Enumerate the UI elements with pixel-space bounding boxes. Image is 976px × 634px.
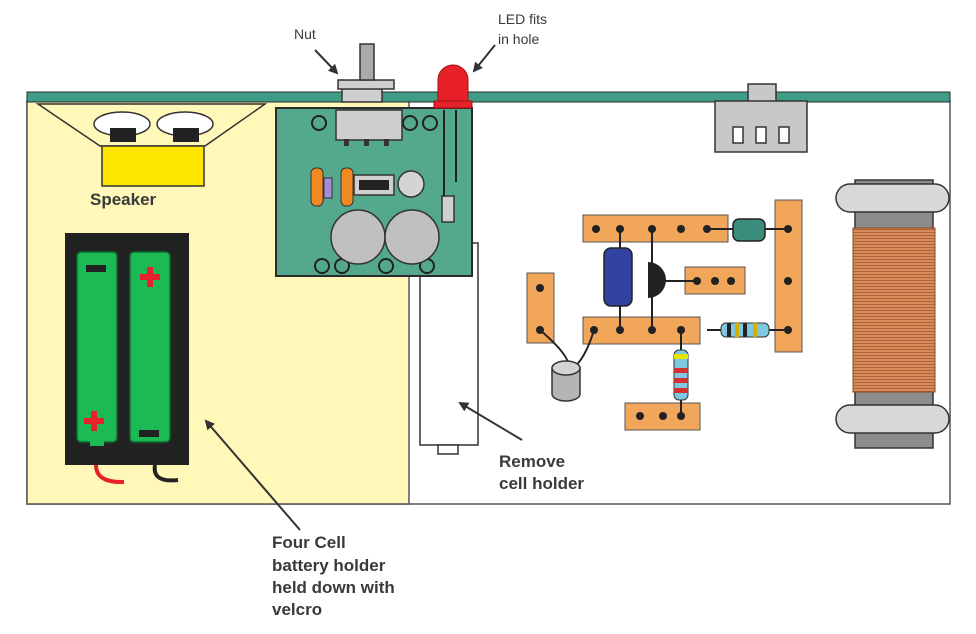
led-label-line1: LED fits: [498, 11, 547, 27]
annotation-arrows: [204, 44, 523, 531]
switch: [335, 43, 403, 146]
electrolytic-capacitor: [551, 360, 581, 402]
arrow-icon: [472, 44, 496, 73]
speaker: [35, 103, 268, 187]
arrow-icon: [458, 401, 523, 441]
coil-winding: [852, 227, 936, 393]
battery-label-line1: Four Cell: [272, 533, 346, 552]
capacitor-top: [384, 209, 440, 265]
switch-shaft: [359, 43, 375, 81]
led-label-line2: in hole: [498, 31, 539, 47]
led: [433, 64, 473, 109]
plus-icon: [84, 411, 104, 431]
stripboard-circuit: [526, 199, 803, 431]
remove-label-line2: cell holder: [499, 474, 584, 493]
minus-icon: [86, 265, 106, 272]
transistor: [648, 262, 666, 298]
battery-label-line2: battery holder: [272, 556, 386, 575]
speaker-label: Speaker: [90, 190, 157, 209]
resistor-horizontal: [720, 322, 770, 338]
battery-holder: [65, 233, 189, 485]
battery-label-line3: held down with: [272, 578, 395, 597]
coil: [835, 179, 950, 449]
nut: [337, 79, 395, 90]
pcb-board: [275, 43, 473, 277]
plus-icon: [140, 267, 160, 287]
minus-icon: [139, 430, 159, 437]
socket: [714, 83, 808, 153]
remove-label-line1: Remove: [499, 452, 565, 471]
battery-label-line4: velcro: [272, 600, 322, 619]
speaker-magnet: [101, 145, 205, 187]
resistor-vertical: [673, 349, 689, 401]
black-wire: [152, 464, 179, 483]
blue-capacitor: [603, 247, 633, 307]
arrow-icon: [204, 419, 301, 531]
green-capacitor: [732, 218, 766, 242]
nut-label: Nut: [294, 26, 316, 42]
lid-strip: [26, 91, 951, 103]
arrow-icon: [314, 49, 339, 75]
battery-cell-right: [129, 251, 171, 443]
red-wire: [94, 464, 125, 485]
capacitor-top: [330, 209, 386, 265]
